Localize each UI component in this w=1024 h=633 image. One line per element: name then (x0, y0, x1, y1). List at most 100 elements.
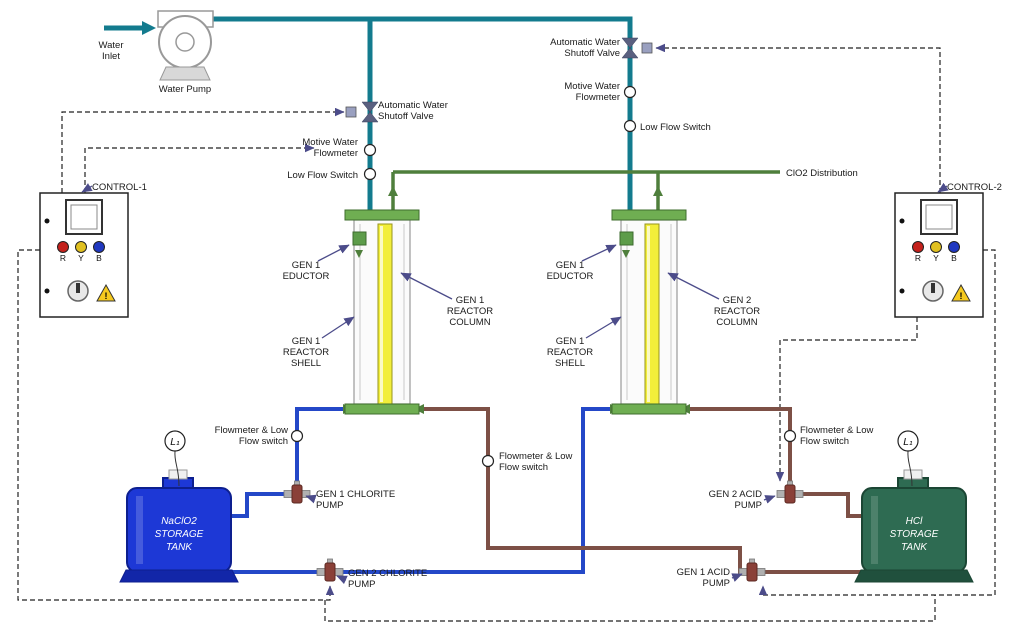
warning-mark: ! (960, 291, 963, 301)
valve2-label: Automatic Water (550, 37, 620, 48)
pump-hub-icon (175, 32, 195, 52)
control2-display-inner (925, 204, 953, 230)
control2-label-arrow-icon (937, 182, 949, 193)
chlorite-gen2-pipe (190, 407, 610, 574)
eductor1-label: EDUCTOR (283, 271, 330, 282)
flowmeter2-label: Motive Water (564, 81, 620, 92)
valve1-label: Automatic Water (378, 100, 448, 111)
naclo2-tank-label: TANK (166, 542, 193, 553)
bottom-loop-wire (324, 595, 936, 622)
control1-screw-icon (44, 218, 50, 224)
flow-switch-mid-label: Flowmeter & Low (499, 451, 573, 462)
hcl-tank-fitting (903, 469, 923, 480)
acid-pump2-label-arrow-icon (763, 495, 776, 504)
shell1-label: SHELL (291, 358, 321, 369)
valve1-actuator-icon (345, 106, 357, 118)
flow-switch-right-label: Flow switch (800, 436, 849, 447)
water-main-pipe (205, 16, 633, 210)
power-switch-handle-icon[interactable] (76, 283, 80, 293)
light-label-b: B (96, 253, 102, 263)
flow-switch-mid-label: Flow switch (499, 462, 548, 473)
clo2-piping (388, 170, 780, 210)
column1-label: COLUMN (449, 317, 490, 328)
eductor2-label: GEN 1 (556, 260, 585, 271)
level-left-bubble (164, 430, 186, 452)
reactor-gen1 (344, 209, 420, 415)
naclo2-tank-label: NaClO2 (161, 516, 197, 527)
level-left-tag: L₁ (170, 437, 180, 448)
control1-label: CONTROL-1 (92, 182, 147, 193)
reactor1-bottom-cap (344, 403, 420, 415)
valve1-top-wedge-icon (361, 101, 379, 113)
chlorite-pump2-label-arrow-icon (336, 575, 348, 585)
hcl-tank-highlight (871, 496, 878, 564)
gen1-chlorite-pump-symbol (283, 480, 311, 504)
acid1-flow-switch-icon (481, 454, 495, 468)
reactor-gen2 (611, 209, 687, 415)
control1-to-valve1-wire (61, 107, 345, 193)
reactor2-bottom-cap (611, 403, 687, 415)
light-label-y: Y (78, 253, 84, 263)
water-pump-symbol (157, 10, 214, 81)
acid-gen2-pipe (690, 407, 862, 518)
reactor2-top-cap (611, 209, 687, 221)
clo2-riser2-arrow-icon (653, 186, 663, 196)
hcl-tank-base (854, 569, 974, 583)
reactor1-column-highlight (380, 226, 383, 402)
valve1-bottom-wedge-icon (361, 111, 379, 123)
acid-pump1-label: GEN 1 ACID (677, 567, 730, 578)
flow-switch-right-label: Flowmeter & Low (800, 425, 874, 436)
water-inlet-label: Water (99, 40, 124, 51)
naclo2-tank-base (119, 569, 239, 583)
pump-base (159, 66, 211, 81)
lowflow1-label: Low Flow Switch (287, 170, 358, 181)
shell1-label: GEN 1 (292, 336, 321, 347)
column1-label: REACTOR (447, 306, 493, 317)
reactor2-eductor-icon (619, 231, 634, 246)
auto-shutoff-valve2 (621, 37, 653, 59)
clo2-riser1-arrow-icon (388, 186, 398, 196)
power-switch-handle-icon[interactable] (931, 283, 935, 293)
level-indicator-left: L₁ (164, 430, 186, 487)
light-label-y: Y (933, 253, 939, 263)
acid-pump1-label-arrow-icon (731, 573, 743, 582)
gen2-acid-pump-symbol (776, 480, 804, 504)
level-left-line (174, 450, 180, 487)
warning-icon (951, 283, 971, 302)
naclo2-tank-highlight (136, 496, 143, 564)
eductor2-label-arrow-icon (581, 244, 617, 262)
level-indicator-right: L₁ (897, 430, 919, 487)
control-panel-2: R Y B ! (894, 192, 984, 318)
column1-label-arrow-icon (400, 272, 453, 300)
light-label-r: R (915, 253, 921, 263)
chlorite-pump2-label: PUMP (348, 579, 375, 590)
water-pump-label: Water Pump (159, 84, 211, 95)
light-label-b: B (951, 253, 957, 263)
control2-screw-icon (899, 288, 905, 294)
chlorite-pump1-label: PUMP (316, 500, 343, 511)
gen2-acid-pump-body (784, 484, 796, 504)
clo2-distribution-label: ClO2 Distribution (786, 168, 858, 179)
chlorite1-flow-switch-icon (290, 429, 304, 443)
shell2-label: REACTOR (547, 347, 593, 358)
label-arrows (81, 182, 949, 585)
chlorite-gen1-pipe (231, 407, 343, 518)
valve2-top-wedge-icon (621, 37, 639, 49)
control2-screw-icon (899, 218, 905, 224)
valve2-label: Shutoff Valve (564, 48, 620, 59)
acid2-flow-switch-icon (783, 429, 797, 443)
indicator-light-red (57, 241, 69, 253)
eductor1-label: GEN 1 (292, 260, 321, 271)
shell1-label: REACTOR (283, 347, 329, 358)
water-inlet-label: Inlet (102, 51, 120, 62)
gen2-chlorite-pump-symbol (316, 558, 344, 582)
hcl-tank (854, 469, 974, 583)
level-right-bubble (897, 430, 919, 452)
reactor1-eductor-arrow-icon (355, 250, 363, 258)
control2-to-valve2-wire (655, 43, 941, 193)
instruments (290, 85, 797, 468)
motive-flowmeter1-icon (363, 143, 377, 157)
indicator-light-red (912, 241, 924, 253)
control-wiring (17, 43, 996, 622)
control1-to-flowmeter1-wire (84, 143, 315, 193)
